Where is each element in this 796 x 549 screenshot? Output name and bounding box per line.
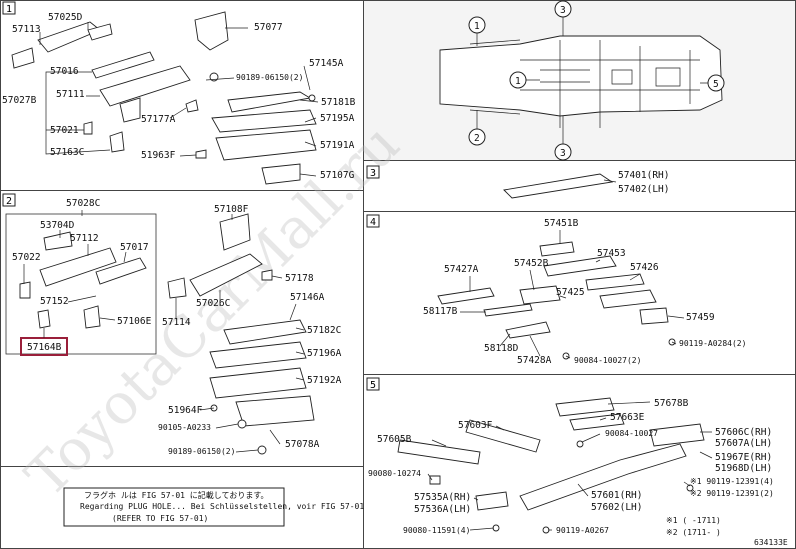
part-label[interactable]: 90080-11591(4) — [403, 526, 470, 535]
section-2-number: 2 — [6, 196, 12, 207]
part-label[interactable]: 90105-A0233 — [158, 423, 211, 432]
legend-note: ※2 (1711- ) — [666, 528, 721, 537]
part-label[interactable]: ※1 90119-12391(4) — [690, 477, 774, 486]
section-1-leaders — [39, 22, 319, 177]
part-label[interactable]: 58117B — [423, 306, 458, 317]
part-label[interactable]: 57152 — [40, 296, 69, 307]
overview-callout[interactable]: 3 — [560, 5, 566, 16]
part-label[interactable]: 57026C — [196, 298, 230, 309]
section-1-number: 1 — [6, 4, 12, 15]
part-label[interactable]: 57016 — [50, 66, 79, 77]
part-label[interactable]: 51967E(RH) — [715, 452, 772, 463]
part-label[interactable]: 90084-10027(2) — [574, 356, 641, 365]
part-label[interactable]: 57077 — [254, 22, 283, 33]
part-label[interactable]: 57425 — [556, 287, 585, 298]
part-label[interactable]: 57605B — [377, 434, 412, 445]
part-label[interactable]: 57178 — [285, 273, 314, 284]
part-label[interactable]: 90119-A0284(2) — [679, 339, 746, 348]
part-label[interactable]: 57028C — [66, 198, 100, 209]
part-label[interactable]: 90084-10027 — [605, 429, 658, 438]
part-label[interactable]: 57182C — [307, 325, 341, 336]
part-label[interactable]: 57426 — [630, 262, 659, 273]
overview-callout[interactable]: 3 — [560, 148, 566, 159]
part-label[interactable]: 57603F — [458, 420, 493, 431]
overview-callout[interactable]: 5 — [713, 79, 719, 90]
part-label[interactable]: 57601(RH) — [591, 490, 642, 501]
part-label[interactable]: 57181B — [321, 97, 356, 108]
frame-overview: 1 3 1 5 2 3 — [439, 0, 725, 161]
part-label[interactable]: 58118D — [484, 343, 519, 354]
part-label[interactable]: 51963F — [141, 150, 176, 161]
part-label[interactable]: 57427A — [444, 264, 479, 275]
note-line-3: (REFER TO FIG 57-01) — [112, 514, 208, 523]
part-label[interactable]: 90189-06150(2) — [236, 73, 303, 82]
part-label[interactable]: 57195A — [320, 113, 355, 124]
note-line-2: Regarding PLUG HOLE... Bei Schlüsselstel… — [80, 502, 364, 511]
highlighted-part-label[interactable]: 57164B — [27, 342, 62, 353]
part-label[interactable]: ※2 90119-12391(2) — [690, 489, 774, 498]
section-4-parts — [437, 241, 676, 360]
section-5-number: 5 — [370, 380, 376, 391]
section-2-leaders — [23, 210, 305, 453]
part-label[interactable]: 90080-10274 — [368, 469, 421, 478]
part-label[interactable]: 57021 — [50, 125, 79, 136]
overview-callout[interactable]: 1 — [515, 76, 521, 87]
section-5-labels: 57678B 57663E 57603F 90084-10027 57606C(… — [368, 398, 774, 537]
part-label[interactable]: 90189-06150(2) — [168, 447, 235, 456]
part-label[interactable]: 57192A — [307, 375, 342, 386]
part-label[interactable]: 57111 — [56, 89, 85, 100]
part-label[interactable]: 57191A — [320, 140, 355, 151]
part-label[interactable]: 53704D — [40, 220, 75, 231]
part-label[interactable]: 57459 — [686, 312, 715, 323]
part-label[interactable]: 57106E — [117, 316, 152, 327]
part-label[interactable]: 90119-A0267 — [556, 526, 609, 535]
note-box: フラグホ ルは FIG 57-01 に記載しております。 Regarding P… — [63, 487, 364, 527]
part-label[interactable]: 57107G — [320, 170, 355, 181]
part-label[interactable]: 57112 — [70, 233, 99, 244]
part-label[interactable]: 51968D(LH) — [715, 463, 772, 474]
part-label[interactable]: 57017 — [120, 242, 149, 253]
part-label[interactable]: 57607A(LH) — [715, 438, 772, 449]
part-label[interactable]: 57108F — [214, 204, 249, 215]
part-label[interactable]: 57146A — [290, 292, 325, 303]
part-label[interactable]: 57536A(LH) — [414, 504, 471, 515]
section-3: 57401(RH) 57402(LH) — [503, 170, 669, 199]
section-1-labels: 57113 57025D 57077 57016 57145A 90189-06… — [2, 12, 356, 181]
note-line-1: フラグホ ルは FIG 57-01 に記載しております。 — [84, 490, 269, 500]
part-label[interactable]: 57145A — [309, 58, 344, 69]
section-markers: 1 2 3 4 5 — [2, 1, 380, 391]
section-4-number: 4 — [370, 217, 376, 228]
part-label[interactable]: 57602(LH) — [591, 502, 642, 513]
part-label[interactable]: 57428A — [517, 355, 552, 366]
part-label[interactable]: 57535A(RH) — [414, 492, 471, 503]
drawing-id: 634133E — [754, 538, 788, 547]
part-label[interactable]: 57078A — [285, 439, 320, 450]
overview-callout[interactable]: 2 — [474, 133, 480, 144]
part-label[interactable]: 57025D — [48, 12, 83, 23]
part-label[interactable]: 57678B — [654, 398, 689, 409]
part-label[interactable]: 51964F — [168, 405, 203, 416]
part-label[interactable]: 57402(LH) — [618, 184, 669, 195]
part-label[interactable]: 57022 — [12, 252, 41, 263]
part-label[interactable]: 57196A — [307, 348, 342, 359]
part-label[interactable]: 57114 — [162, 317, 191, 328]
part-label[interactable]: 57451B — [544, 218, 579, 229]
part-label[interactable]: 57177A — [141, 114, 176, 125]
part-label[interactable]: 57453 — [597, 248, 626, 259]
section-5-parts — [397, 397, 705, 534]
part-label[interactable]: 57113 — [12, 24, 41, 35]
part-label[interactable]: 57606C(RH) — [715, 427, 772, 438]
section-3-number: 3 — [370, 168, 376, 179]
part-label[interactable]: 57452B — [514, 258, 549, 269]
section-2-parts — [5, 213, 315, 455]
part-label[interactable]: 57401(RH) — [618, 170, 669, 181]
section-4-labels: 57451B 57453 57427A 57452B 57426 57425 5… — [423, 218, 746, 366]
legend-note: ※1 ( -1711) — [666, 516, 721, 525]
part-label[interactable]: 57027B — [2, 95, 37, 106]
overview-callout[interactable]: 1 — [474, 21, 480, 32]
section-2-labels: 57028C 57108F 53704D 57112 57017 57022 5… — [12, 198, 342, 456]
part-label[interactable]: 57663E — [610, 412, 645, 423]
section-1-parts — [11, 11, 317, 185]
